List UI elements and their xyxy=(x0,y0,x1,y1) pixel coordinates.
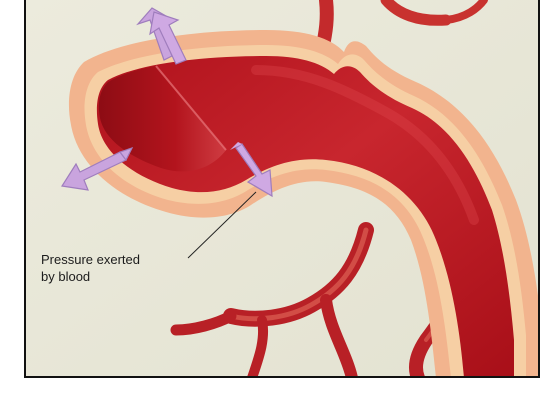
pressure-label-line-2: by blood xyxy=(41,268,90,285)
blood-vessel-illustration xyxy=(26,0,540,378)
pressure-label-line-1: Pressure exerted xyxy=(41,251,140,268)
diagram-frame: Pressure exerted by blood xyxy=(24,0,540,378)
